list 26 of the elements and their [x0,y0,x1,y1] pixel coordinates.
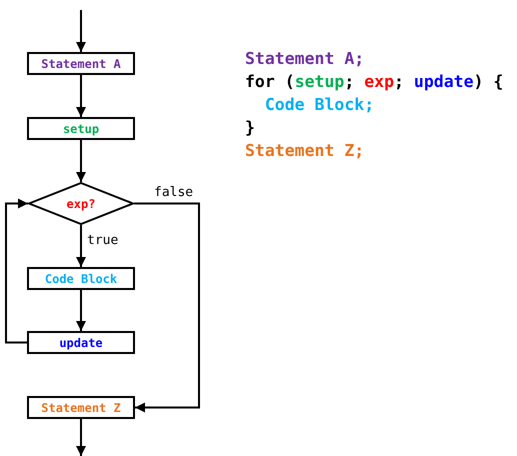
process-box [27,52,135,75]
process-box [27,117,135,140]
arrow [134,202,200,412]
arrow [76,10,86,52]
arrow [5,198,28,344]
process-box [27,267,135,290]
process-box [27,331,135,354]
node-label: Statement Z [41,400,121,414]
arrow [76,225,86,267]
node-label: exp? [66,196,96,210]
decision-diamond [28,182,134,225]
edge-label: false [153,184,194,200]
code-line: for (setup; exp; update) { [245,71,504,93]
process-box [27,396,135,419]
arrow [76,290,86,331]
arrow [76,75,86,117]
code-line: } [245,117,255,139]
code-line: Statement A; [245,48,364,70]
node-label: Code Block [44,272,118,286]
code-line: Code Block; [264,94,374,116]
node-label: setup [62,122,100,136]
arrow [76,140,86,182]
arrow [76,419,86,456]
code-line: Statement Z; [245,140,364,162]
node-label: update [59,336,103,350]
node-label: Statement A [41,56,121,70]
